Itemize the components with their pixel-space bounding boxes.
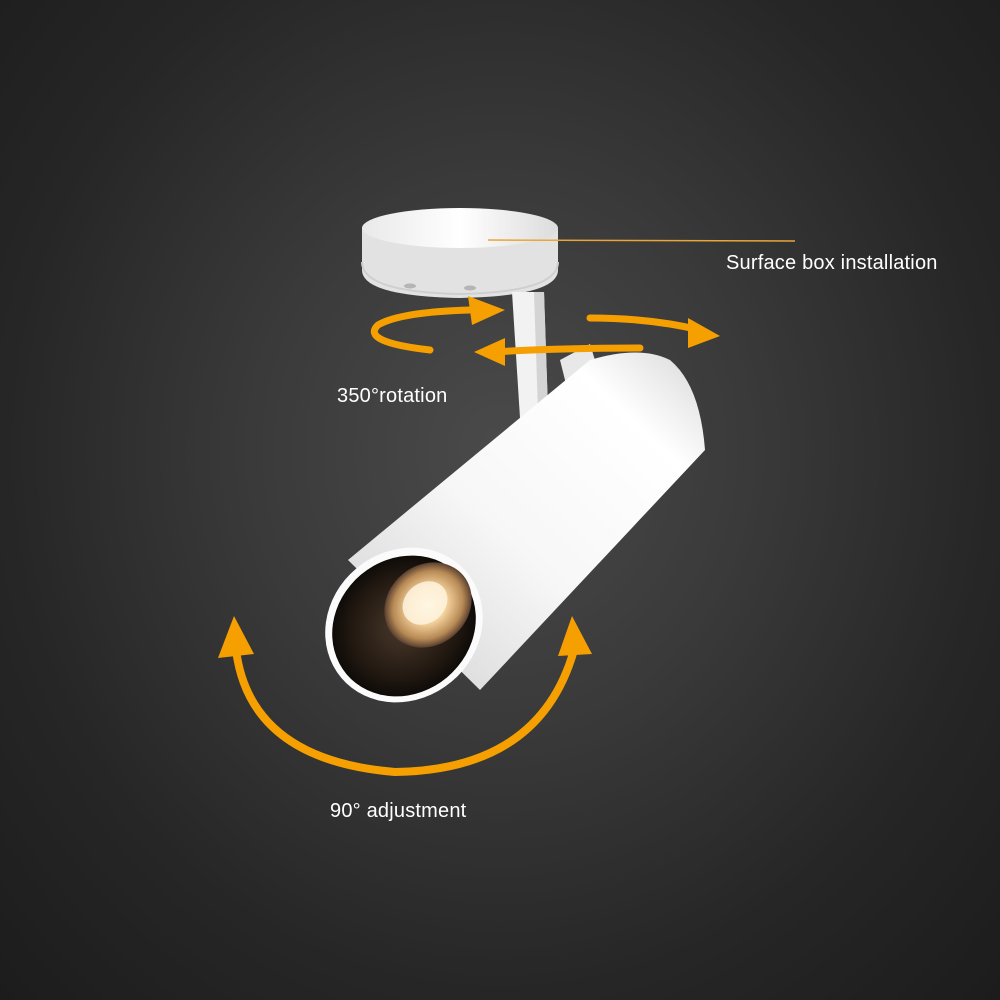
spotlight-body xyxy=(325,352,705,703)
rotation-arrowheads xyxy=(468,296,720,366)
surface-box-label: Surface box installation xyxy=(726,252,938,274)
rotation-label: 350°rotation xyxy=(337,385,448,407)
adjustment-label: 90° adjustment xyxy=(330,800,467,822)
surface-box-leader-line xyxy=(487,239,796,242)
curved-double-arrow-icon xyxy=(218,616,592,777)
surface-box-canopy xyxy=(361,208,559,298)
